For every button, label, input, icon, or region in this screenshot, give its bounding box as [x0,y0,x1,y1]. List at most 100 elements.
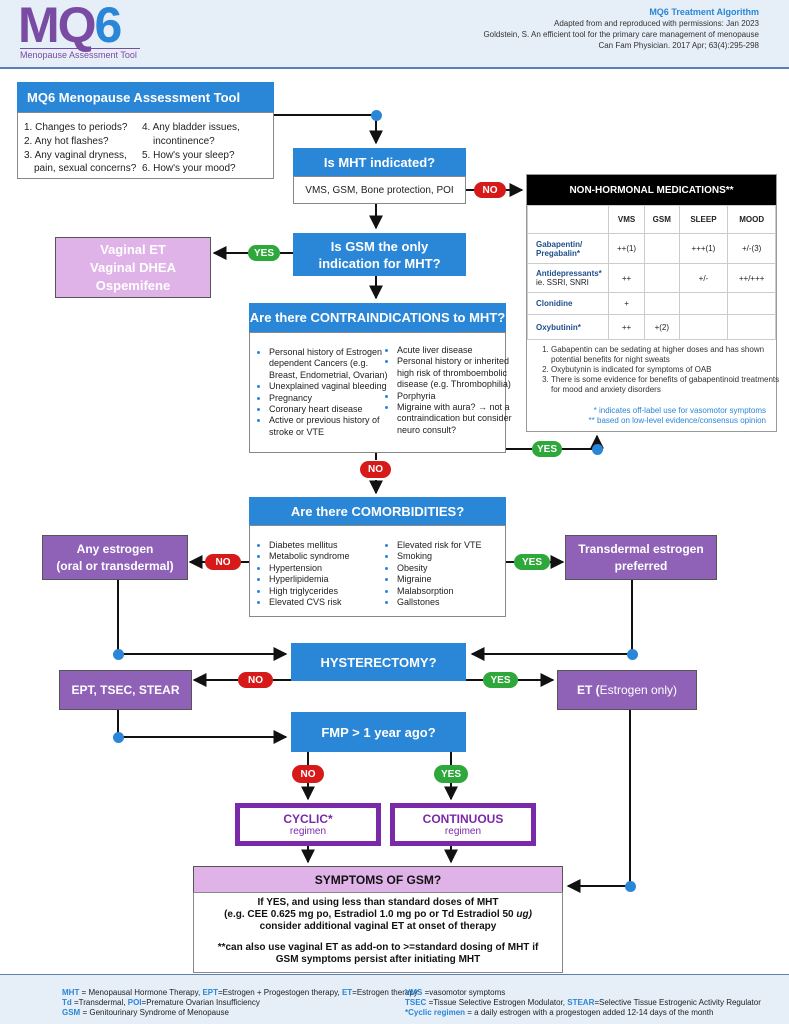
table-row: Oxybutinin* ++ +(2) [527,314,776,340]
drug-antidepressants: Antidepressants*ie. SSRI, SNRI [527,263,609,293]
footer-band [0,974,789,1024]
evidence-footnote: ** based on low-level evidence/consensus… [588,416,766,425]
cell-vms: ++(1) [607,233,646,264]
col-header-sleep: SLEEP [678,205,729,234]
tool-title: MQ6 Menopause Assessment Tool [17,82,274,112]
cell-mood: +/-(3) [727,233,776,264]
header-citation-2: Goldstein, S. An efficient tool for the … [483,30,759,39]
contraindications-question: Are there CONTRAINDICATIONS to MHT? [249,303,506,332]
connector-ept-fmp [117,710,288,744]
junction-dot [113,732,124,743]
comorbidities-left: Diabetes mellitusMetabolic syndromeHyper… [256,540,397,608]
comorbidities-right: Elevated risk for VTESmokingObesityMigra… [384,540,515,608]
cell-sleep: +++(1) [678,233,729,264]
cell-gsm [644,263,680,293]
note-2: Oxybutynin is indicated for symptoms of … [551,365,787,375]
connector-et-gsm [566,710,631,893]
comorbidities-list: Diabetes mellitusMetabolic syndromeHyper… [249,525,506,617]
cell-vms: ++ [607,314,646,340]
cell-gsm: +(2) [644,314,680,340]
question-2: 2. Any hot flashes? [24,136,109,147]
note-1: Gabapentin can be sedating at higher dos… [551,345,787,365]
cell-mood [727,292,776,315]
cell-sleep: +/- [678,263,729,293]
question-4b: incontinence? [153,136,215,147]
list-item: Migraine [397,574,515,585]
contra-no-pill: NO [360,461,391,478]
list-item: Unexplained vaginal bleeding [269,381,399,392]
cyclic-sub: regimen [289,826,327,837]
list-item: Coronary heart disease [269,404,399,415]
list-item: Elevated CVS risk [269,597,397,608]
gsm-line-2: (e.g. CEE 0.625 mg po, Estradiol 1.0 mg … [224,909,532,920]
question-1: 1. Changes to periods? [24,122,128,133]
list-item: Porphyria [397,391,515,402]
hyst-no-pill: NO [238,672,273,688]
et-estrogen-only-box: ET (Estrogen only) [557,670,697,710]
connector-tool-mht [274,114,383,145]
logo-subtitle: Menopause Assessment Tool [20,48,140,60]
list-item: Active or previous history of stroke or … [269,415,399,438]
contraindications-list: Personal history of Estrogen dependent C… [249,332,512,453]
fmp-question: FMP > 1 year ago? [291,712,466,752]
non-hormonal-panel: NON-HORMONAL MEDICATIONS** VMS GSM SLEEP… [526,174,779,432]
list-item: Diabetes mellitus [269,540,397,551]
mht-no-pill: NO [474,182,506,198]
cell-vms: ++ [607,263,646,293]
drug-oxybutinin: Oxybutinin* [527,314,609,340]
cell-mood [727,314,776,340]
footer-abbrev-3: GSM = Genitourinary Syndrome of Menopaus… [62,1008,229,1017]
gsm-symptoms-title: SYMPTOMS OF GSM? [193,866,563,892]
continuous-regimen-box: CONTINUOUS regimen [390,803,536,846]
junction-dot [371,110,382,121]
question-4a: 4. Any bladder issues, [142,122,240,133]
gsm-line-3: consider additional vaginal ET at onset … [259,921,497,932]
cell-sleep [678,292,729,315]
gsm-line-5: GSM symptoms persist after initiating MH… [275,954,481,965]
cell-sleep [678,314,729,340]
cell-gsm [644,292,680,315]
col-header-gsm: GSM [644,205,680,234]
list-item: Migraine with aura? → not a contraindica… [397,402,515,436]
header-citation-3: Can Fam Physician. 2017 Apr; 63(4):295-2… [598,41,759,50]
question-3b: pain, sexual concerns? [34,163,137,174]
question-5: 5. How's your sleep? [142,150,235,161]
list-item: Metabolic syndrome [269,551,397,562]
gsm-symptoms-body: If YES, and using less than standard dos… [193,892,563,973]
cyclic-title: CYCLIC* [283,812,333,826]
cell-mood: ++/+++ [727,263,776,293]
note-3: There is some evidence for benefits of g… [551,375,787,395]
question-3a: 3. Any vaginal dryness, [24,150,127,161]
list-item: Acute liver disease [397,345,515,356]
junction-dot [592,444,603,455]
comorb-yes-pill: YES [514,554,550,570]
footer-abbrev-6: *Cyclic regimen = a daily estrogen with … [405,1008,714,1017]
list-item: Personal history of Estrogen dependent C… [269,347,399,381]
comorb-no-pill: NO [205,554,241,570]
table-row: Gabapentin/ Pregabalin* ++(1) +++(1) +/-… [527,233,776,264]
col-header-vms: VMS [607,205,646,234]
table-row: Antidepressants*ie. SSRI, SNRI ++ +/- ++… [527,263,776,293]
header-divider [0,67,789,69]
junction-dot [627,649,638,660]
hyst-yes-pill: YES [483,672,518,688]
continuous-sub: regimen [444,826,482,837]
table-row: Clonidine + [527,292,776,315]
list-item: Personal history or inherited high risk … [397,356,515,390]
list-item: Hypertension [269,563,397,574]
non-hormonal-notes: Gabapentin can be sedating at higher dos… [527,345,787,395]
any-estrogen-box: Any estrogen(oral or transdermal) [42,535,188,580]
list-item: High triglycerides [269,586,397,597]
algorithm-title: MQ6 Treatment Algorithm [649,7,759,17]
offlabel-footnote: * indicates off-label use for vasomotor … [593,406,766,415]
mht-indicated-question: Is MHT indicated? [293,148,466,176]
footer-abbrev-5: TSEC =Tissue Selective Estrogen Modulato… [405,998,761,1007]
ept-tsec-stear-box: EPT, TSEC, STEAR [59,670,192,710]
non-hormonal-title: NON-HORMONAL MEDICATIONS** [527,175,776,205]
mq6-logo: MQ6 [18,0,122,53]
junction-dot [113,649,124,660]
footer-abbrev-1: MHT = Menopausal Hormone Therapy, EPT=Es… [62,988,418,997]
header-band [0,0,789,68]
